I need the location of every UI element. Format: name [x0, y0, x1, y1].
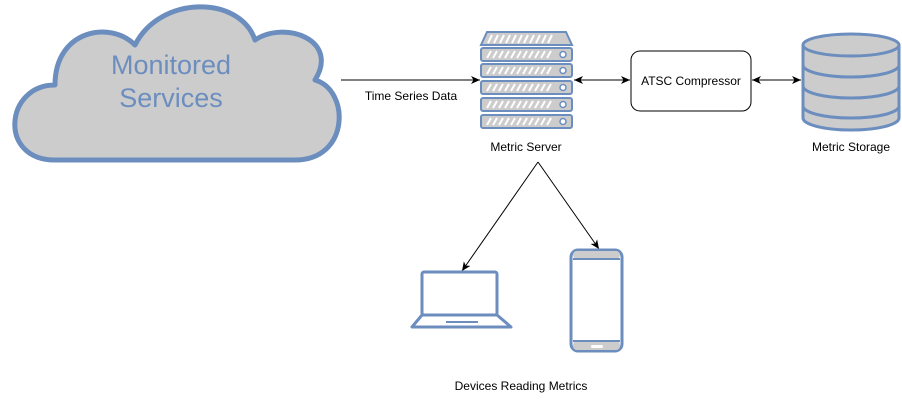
edge-server-to-laptop	[461, 161, 539, 272]
devices-label: Devices Reading Metrics	[455, 379, 588, 393]
cloud-label-line2: Services	[119, 83, 223, 113]
atsc-compressor: ATSC Compressor	[630, 50, 752, 112]
cloud-icon	[12, 4, 342, 163]
compressor-label: ATSC Compressor	[641, 74, 741, 88]
metric-server: Metric Server	[479, 31, 574, 154]
edge-server-to-phone	[537, 161, 600, 250]
compressor-box	[630, 50, 752, 112]
metric-storage-label: Metric Storage	[812, 140, 890, 154]
smartphone-icon	[569, 248, 624, 353]
metric-storage: Metric Storage	[801, 32, 901, 154]
edge-cloud-to-server: Time Series Data	[341, 76, 480, 103]
server-icon	[479, 31, 574, 129]
monitored-services-cloud: Monitored Services	[12, 4, 342, 163]
edge-label-time-series-data: Time Series Data	[365, 89, 458, 103]
cloud-label-line1: Monitored	[111, 50, 231, 80]
laptop-icon	[410, 270, 513, 329]
metric-server-label: Metric Server	[490, 140, 561, 154]
database-icon	[801, 32, 901, 132]
